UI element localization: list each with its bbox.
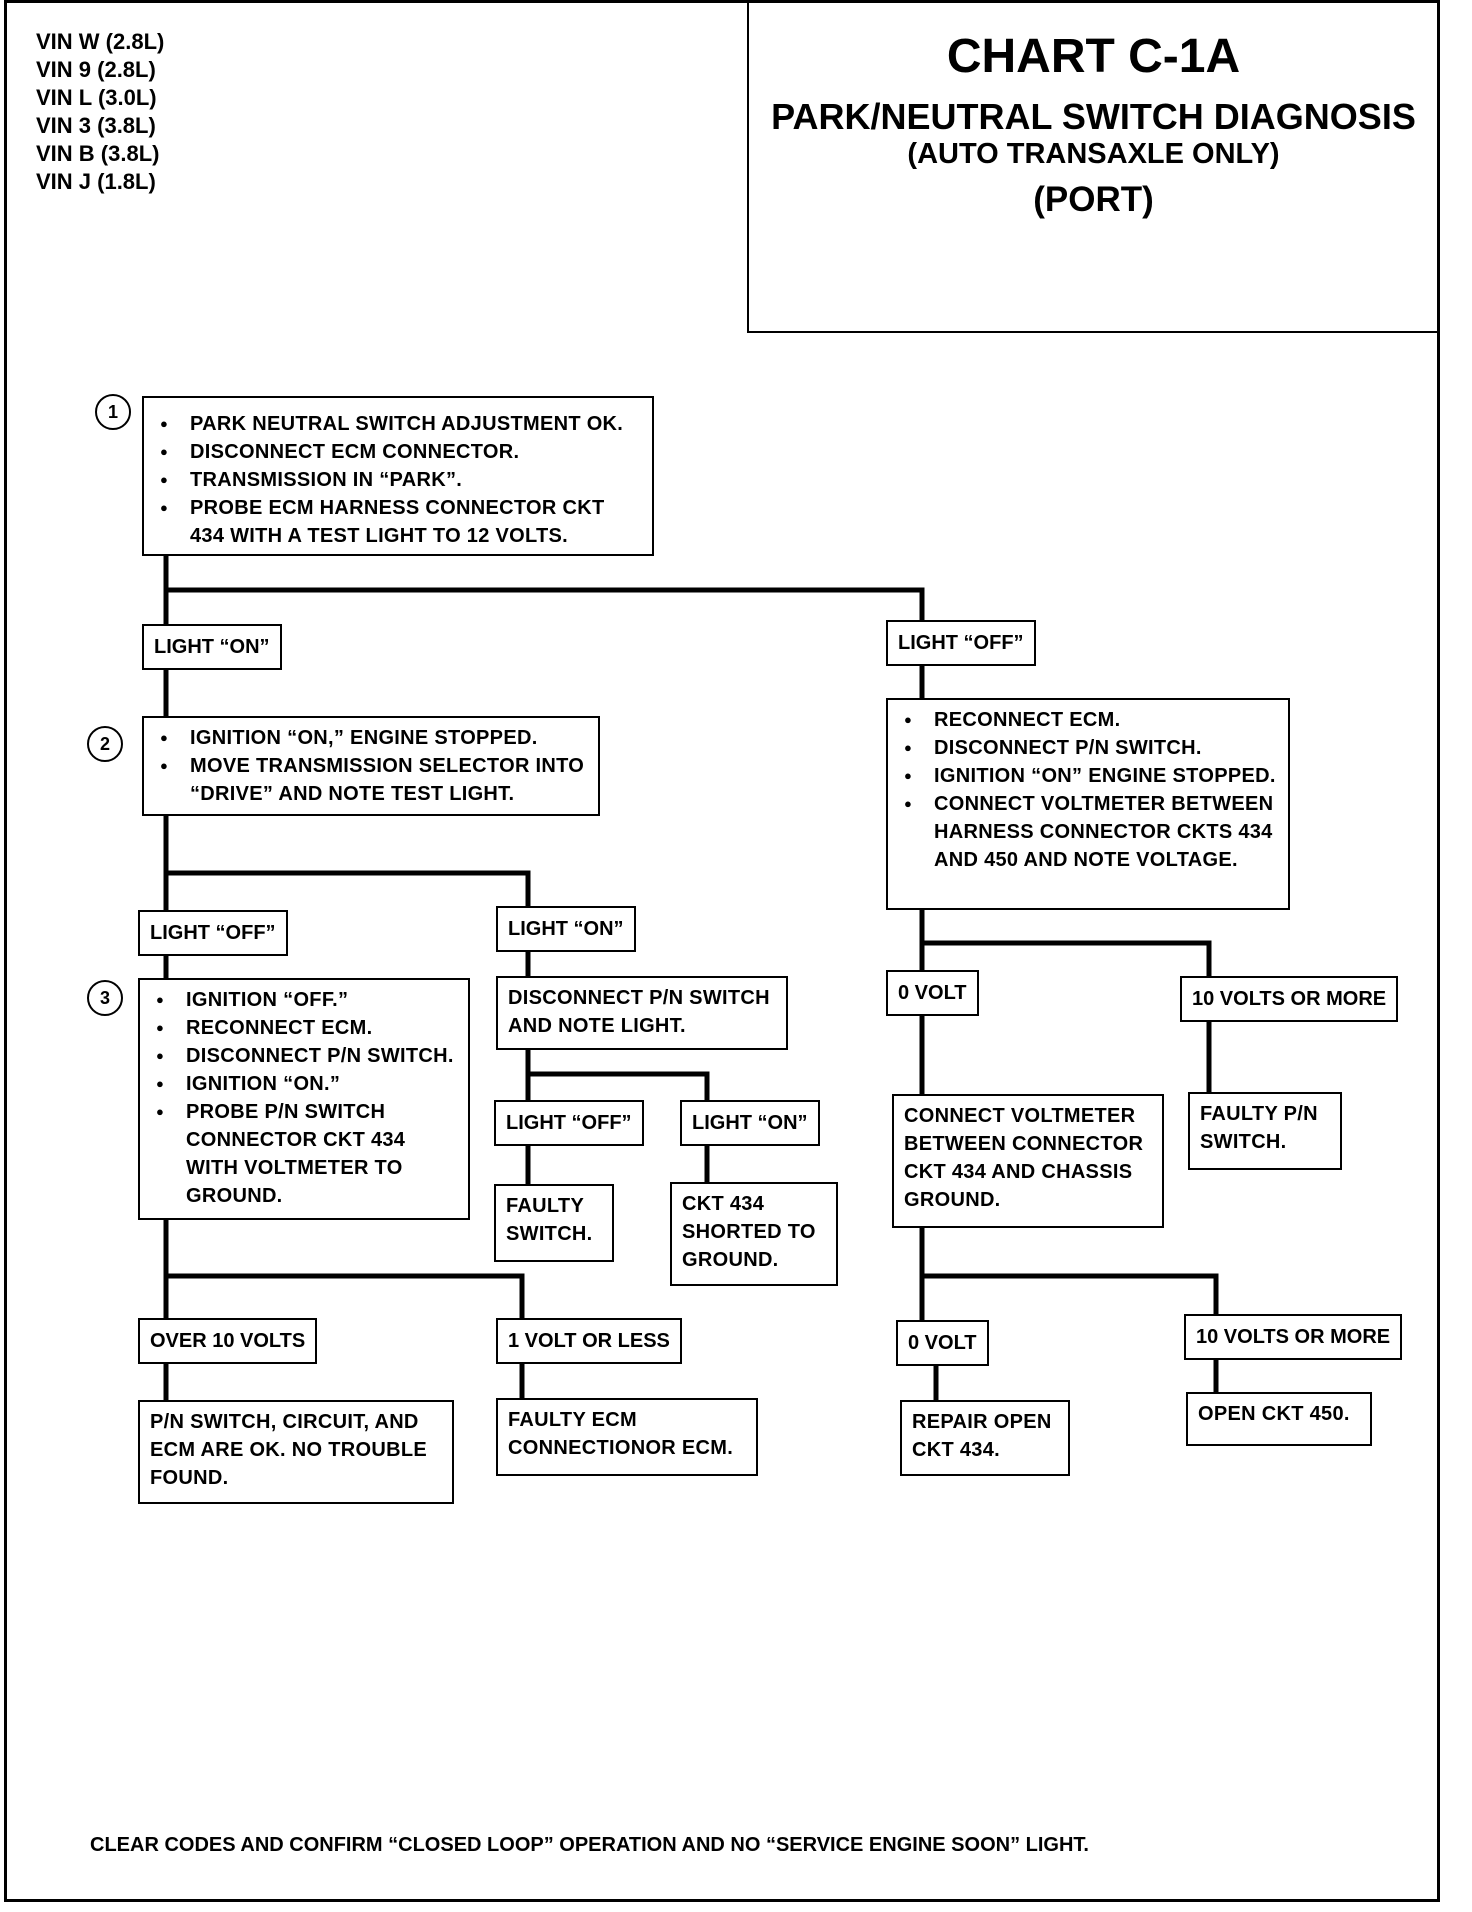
chart-title: PARK/NEUTRAL SWITCH DIAGNOSIS	[771, 96, 1416, 137]
step-1-item: DISCONNECT ECM CONNECTOR.	[154, 438, 642, 466]
label-light-on-3: LIGHT “ON”	[680, 1100, 820, 1146]
chart-number: CHART C-1A	[946, 30, 1241, 83]
step-1-item: TRANSMISSION IN “PARK”.	[154, 466, 642, 494]
label-10-volts-a: 10 VOLTS OR MORE	[1180, 976, 1399, 1022]
label-10-volts-b: 10 VOLTS OR MORE	[1184, 1314, 1403, 1360]
result-open-ckt450: OPEN CKT 450.	[1186, 1392, 1372, 1446]
label-1-volt-or-less: 1 VOLT OR LESS	[496, 1318, 682, 1364]
label-light-on-2: LIGHT “ON”	[496, 906, 636, 952]
connector-step2-split	[163, 816, 531, 910]
result-connect-voltmeter: CONNECT VOLTMETER BETWEEN CONNECTOR CKT …	[892, 1094, 1164, 1228]
vin-item: VIN B (3.8L)	[36, 141, 160, 166]
step-3-box: IGNITION “OFF.” RECONNECT ECM. DISCONNEC…	[138, 978, 470, 1220]
page-frame	[4, 0, 1440, 1902]
title-block: CHART C-1A PARK/NEUTRAL SWITCH DIAGNOSIS…	[747, 3, 1440, 333]
step-1-item: PARK NEUTRAL SWITCH ADJUSTMENT OK.	[154, 410, 642, 438]
right-step-item: IGNITION “ON” ENGINE STOPPED.	[898, 762, 1278, 790]
step-2-item: MOVE TRANSMISSION SELECTOR INTO “DRIVE” …	[154, 752, 588, 808]
vin-item: VIN 3 (3.8L)	[36, 113, 156, 138]
vin-item: VIN J (1.8L)	[36, 169, 156, 194]
step-right-box: RECONNECT ECM. DISCONNECT P/N SWITCH. IG…	[886, 698, 1290, 910]
step-1-marker: 1	[95, 394, 131, 430]
step-1-box: PARK NEUTRAL SWITCH ADJUSTMENT OK. DISCO…	[142, 396, 654, 556]
chart-variant: (PORT)	[1033, 180, 1154, 219]
connector-voltmeter-split	[919, 1226, 1219, 1314]
step-3-item: DISCONNECT P/N SWITCH.	[150, 1042, 458, 1070]
connector-step3-split	[163, 1220, 525, 1318]
step-3-item: IGNITION “OFF.”	[150, 986, 458, 1014]
vin-list: VIN W (2.8L) VIN 9 (2.8L) VIN L (3.0L) V…	[36, 28, 164, 196]
chart-scope: (AUTO TRANSAXLE ONLY)	[907, 138, 1280, 170]
right-step-item: CONNECT VOLTMETER BETWEEN HARNESS CONNEC…	[898, 790, 1278, 874]
step-3-marker: 3	[87, 980, 123, 1016]
label-light-on: LIGHT “ON”	[142, 624, 282, 670]
vin-item: VIN W (2.8L)	[36, 29, 165, 54]
result-no-trouble-found: P/N SWITCH, CIRCUIT, AND ECM ARE OK. NO …	[138, 1400, 454, 1504]
result-repair-open: REPAIR OPEN CKT 434.	[900, 1400, 1070, 1476]
label-light-off: LIGHT “OFF”	[886, 620, 1036, 666]
right-step-item: DISCONNECT P/N SWITCH.	[898, 734, 1278, 762]
result-faulty-switch: FAULTY SWITCH.	[494, 1184, 614, 1262]
result-ckt434-shorted: CKT 434 SHORTED TO GROUND.	[670, 1182, 838, 1286]
label-light-off-3: LIGHT “OFF”	[494, 1100, 644, 1146]
step-1-item: PROBE ECM HARNESS CONNECTOR CKT 434 WITH…	[154, 494, 642, 550]
connector-disconnect-split	[525, 1048, 710, 1104]
step-2-item: IGNITION “ON,” ENGINE STOPPED.	[154, 724, 588, 752]
result-faulty-pn-switch: FAULTY P/N SWITCH.	[1188, 1092, 1342, 1170]
connector-right-split	[919, 908, 1212, 976]
step-3-item: PROBE P/N SWITCH CONNECTOR CKT 434 WITH …	[150, 1098, 458, 1210]
vin-item: VIN 9 (2.8L)	[36, 57, 156, 82]
footer-note: CLEAR CODES AND CONFIRM “CLOSED LOOP” OP…	[90, 1834, 1089, 1856]
result-faulty-ecm: FAULTY ECM CONNECTIONOR ECM.	[496, 1398, 758, 1476]
connector-step1-split	[163, 555, 925, 628]
step-3-item: RECONNECT ECM.	[150, 1014, 458, 1042]
result-disconnect-pn: DISCONNECT P/N SWITCH AND NOTE LIGHT.	[496, 976, 788, 1050]
vin-item: VIN L (3.0L)	[36, 85, 157, 110]
label-over-10-volts: OVER 10 VOLTS	[138, 1318, 318, 1364]
step-3-item: IGNITION “ON.”	[150, 1070, 458, 1098]
step-2-box: IGNITION “ON,” ENGINE STOPPED. MOVE TRAN…	[142, 716, 600, 816]
label-light-off-2: LIGHT “OFF”	[138, 910, 288, 956]
right-step-item: RECONNECT ECM.	[898, 706, 1278, 734]
label-0-volt-a: 0 VOLT	[886, 970, 979, 1016]
step-2-marker: 2	[87, 726, 123, 762]
label-0-volt-b: 0 VOLT	[896, 1320, 989, 1366]
